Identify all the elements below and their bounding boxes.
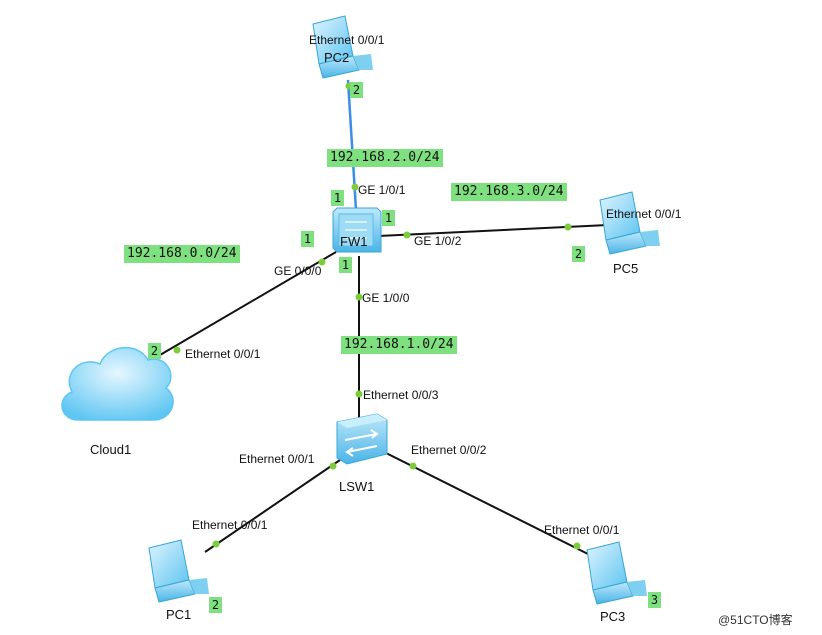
port-label: Ethernet 0/0/1 [544, 523, 620, 537]
pc-icon [148, 539, 209, 603]
port-dot [573, 542, 581, 550]
port-label: GE 1/0/1 [358, 183, 406, 197]
port-label: Ethernet 0/0/1 [309, 33, 385, 47]
interface-number: 2 [572, 246, 585, 262]
device-label-pc1[interactable]: PC1 [166, 607, 192, 622]
network-label: 192.168.0.0/24 [124, 245, 240, 263]
port-dot [409, 462, 417, 470]
interface-number: 1 [331, 190, 344, 206]
port-label: GE 1/0/0 [362, 291, 410, 305]
device-label-cloud1[interactable]: Cloud1 [90, 442, 132, 457]
cloud-icon [61, 346, 174, 421]
pc-icon [312, 15, 373, 79]
link-pc2-fw1 [346, 79, 358, 211]
port-dot [564, 223, 572, 231]
device-label-pc2[interactable]: PC2 [324, 50, 350, 65]
port-dot [212, 540, 220, 548]
interface-number: 2 [148, 343, 161, 359]
port-dot [355, 390, 363, 398]
device-label-pc5[interactable]: PC5 [613, 261, 639, 276]
port-label: Ethernet 0/0/1 [239, 452, 315, 466]
interface-number: 1 [301, 231, 314, 247]
port-label: GE 1/0/2 [414, 234, 462, 248]
interface-number: 1 [339, 257, 352, 273]
port-dot [318, 258, 326, 266]
pc-icon [599, 191, 660, 255]
network-label: 192.168.1.0/24 [341, 336, 457, 354]
switch-icon [336, 413, 388, 465]
interface-number: 1 [382, 210, 395, 226]
firewall-icon [332, 207, 382, 253]
link-fw1-pc5 [377, 224, 609, 237]
network-label: 192.168.3.0/24 [451, 183, 567, 201]
port-dot [351, 183, 359, 191]
device-label-lsw1[interactable]: LSW1 [339, 479, 375, 494]
pc-icon [586, 541, 647, 605]
port-dot [329, 462, 337, 470]
interface-number: 3 [648, 592, 661, 608]
port-label: Ethernet 0/0/1 [606, 207, 682, 221]
port-label: Ethernet 0/0/1 [185, 347, 261, 361]
port-dot [173, 346, 181, 354]
port-dot [355, 293, 363, 301]
port-label: Ethernet 0/0/1 [192, 518, 268, 532]
link-fw1-cloud1 [159, 251, 337, 356]
port-dots [173, 82, 581, 550]
link-lsw1-pc1 [204, 459, 341, 553]
network-label: 192.168.2.0/24 [327, 149, 443, 167]
port-label: GE 0/0/0 [274, 264, 322, 278]
watermark: @51CTO博客 [718, 613, 793, 627]
device-label-pc3[interactable]: PC3 [600, 609, 626, 624]
interface-number: 2 [209, 597, 222, 613]
port-label: Ethernet 0/0/3 [363, 388, 439, 402]
device-label-fw1[interactable]: FW1 [340, 234, 368, 249]
port-dot [403, 231, 411, 239]
interface-number: 2 [350, 82, 363, 98]
port-label: Ethernet 0/0/2 [411, 443, 487, 457]
